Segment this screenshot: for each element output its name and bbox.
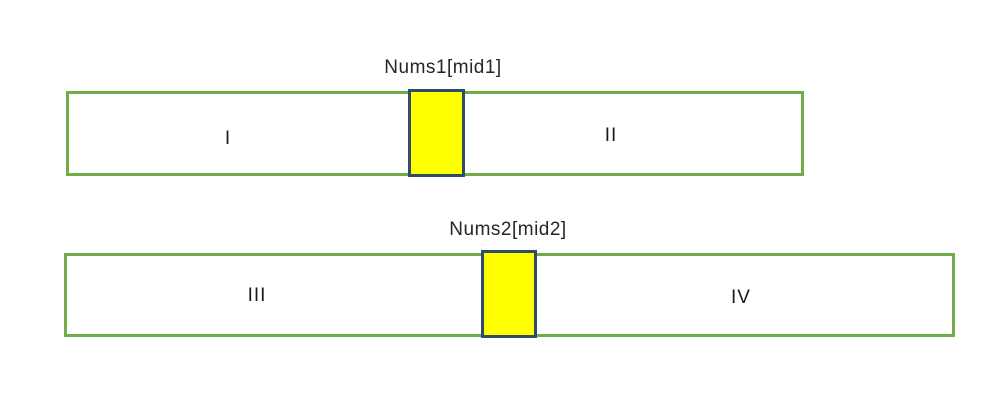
array2-left-region-label: III <box>247 285 267 306</box>
array2-pointer-label: Nums2[mid2] <box>449 219 567 240</box>
array1-right-region-label: II <box>604 125 618 146</box>
array2-mid-highlight <box>481 250 537 338</box>
array1-mid-highlight <box>408 89 465 177</box>
array1-left-region-label: I <box>224 128 232 149</box>
array2-right-region-label: IV <box>731 287 751 308</box>
array1-pointer-label: Nums1[mid1] <box>384 57 502 78</box>
